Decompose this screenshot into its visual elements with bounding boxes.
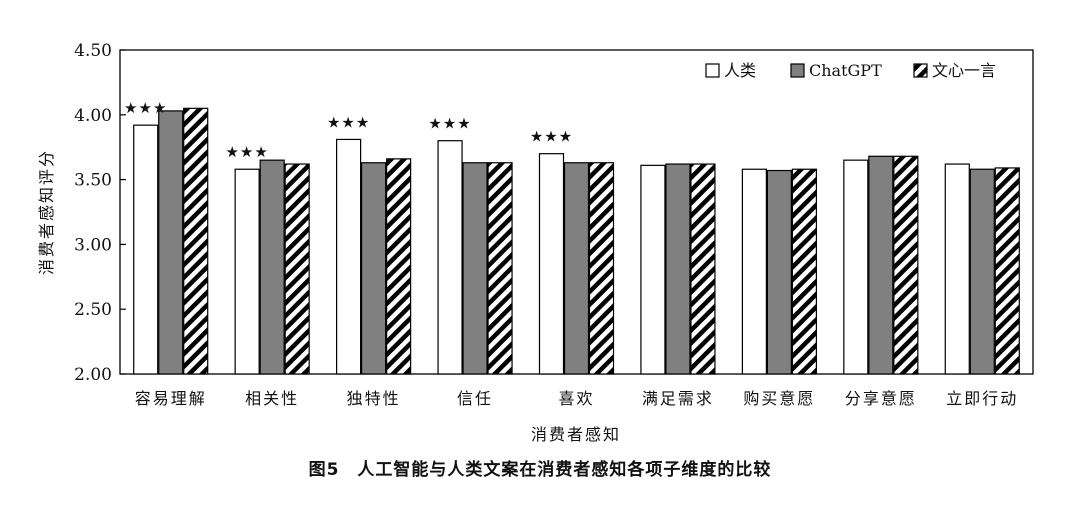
bar-human xyxy=(843,159,869,375)
bar-chatgpt xyxy=(766,169,792,375)
bar-chatgpt xyxy=(259,159,285,375)
x-tick-label: 独特性 xyxy=(347,389,401,408)
bar-chatgpt xyxy=(462,162,488,375)
x-axis-title: 消费者感知 xyxy=(531,425,621,444)
bar-wenxin xyxy=(690,163,716,375)
y-tick-label: 2.50 xyxy=(74,300,112,320)
bar-wenxin xyxy=(487,162,513,375)
bar-human xyxy=(741,168,767,375)
significance-label: ★★★ xyxy=(428,115,471,133)
bar-human xyxy=(133,124,159,375)
bar-wenxin xyxy=(284,163,310,375)
bar-chatgpt xyxy=(361,162,387,375)
y-tick-label: 2.00 xyxy=(74,365,112,385)
y-axis-title: 消费者感知评分 xyxy=(37,149,56,275)
bar-chatgpt xyxy=(665,163,691,375)
x-tick-label: 信任 xyxy=(457,389,493,408)
x-tick-label: 喜欢 xyxy=(558,389,594,408)
bar-chatgpt xyxy=(158,110,184,375)
bar-human xyxy=(944,163,970,375)
x-tick-label: 容易理解 xyxy=(135,389,207,408)
significance-label: ★★★ xyxy=(124,99,167,117)
x-tick-label: 购买意愿 xyxy=(743,389,815,408)
y-tick-label: 4.50 xyxy=(74,41,112,61)
y-tick-label: 3.50 xyxy=(74,171,112,191)
legend-label: 人类 xyxy=(724,61,756,80)
x-tick-label: 分享意愿 xyxy=(845,389,917,408)
legend-swatch xyxy=(913,63,928,78)
bar-human xyxy=(538,153,565,375)
bar-human xyxy=(234,168,260,375)
bar-human xyxy=(437,140,463,375)
legend-label: ChatGPT xyxy=(809,61,882,80)
x-tick-label: 立即行动 xyxy=(946,389,1018,408)
figure-caption: 图5 人工智能与人类文案在消费者感知各项子维度的比较 xyxy=(308,460,772,480)
legend-swatch xyxy=(790,63,805,78)
bar-human xyxy=(640,164,666,375)
bar-wenxin xyxy=(994,167,1020,375)
x-tick-label: 满足需求 xyxy=(642,389,714,408)
significance-label: ★★★ xyxy=(530,128,573,146)
significance-label: ★★★ xyxy=(327,113,370,131)
bar-wenxin xyxy=(183,107,209,375)
bar-wenxin xyxy=(893,155,919,375)
significance-label: ★★★ xyxy=(225,143,268,161)
legend-swatch xyxy=(705,63,720,78)
bar-chatgpt xyxy=(868,155,894,375)
bar-chatgpt xyxy=(563,162,590,375)
bar-chatgpt xyxy=(969,168,995,375)
x-tick-label: 相关性 xyxy=(245,389,299,408)
bar-wenxin xyxy=(386,158,412,375)
bar-wenxin xyxy=(588,162,615,375)
legend-label: 文心一言 xyxy=(932,61,996,80)
y-tick-label: 4.00 xyxy=(74,106,112,126)
bar-human xyxy=(336,138,362,375)
y-tick-label: 3.00 xyxy=(74,235,112,255)
bar-wenxin xyxy=(791,168,817,375)
